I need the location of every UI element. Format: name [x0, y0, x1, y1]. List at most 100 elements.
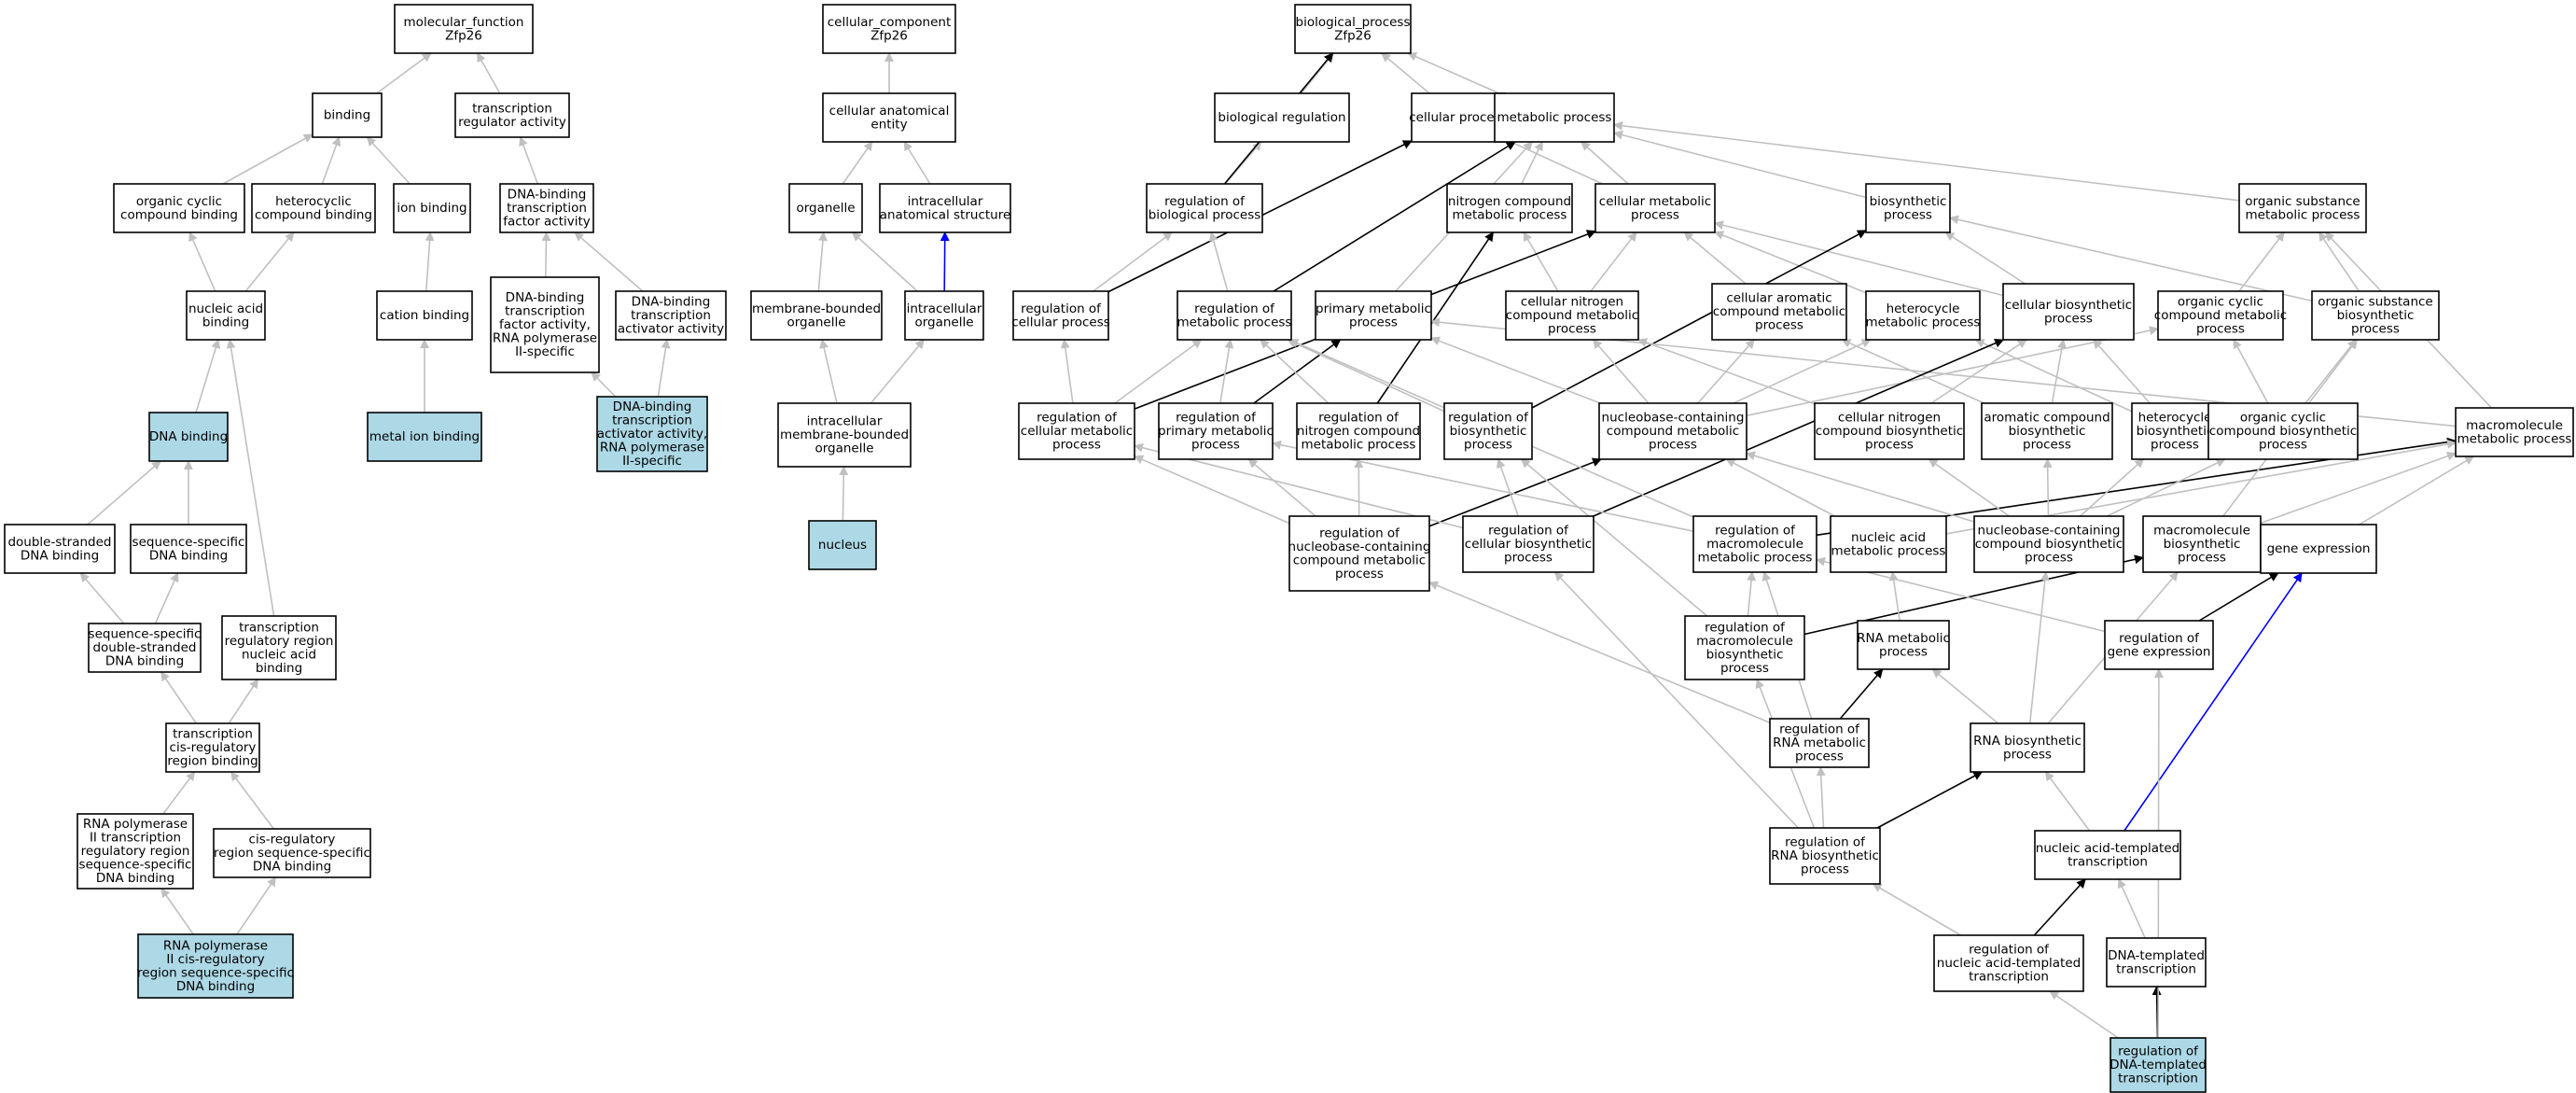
edge-rbsp-to-rmp	[1287, 339, 1445, 413]
node-label-line: biosynthetic	[2009, 424, 2086, 439]
node-box	[1288, 515, 1430, 592]
edge-rnabp-to-rnamp	[1931, 668, 1999, 724]
edge-tcrb-to-ssds	[160, 671, 197, 724]
edge-rrnabp-to-rrnamp	[1816, 766, 1826, 829]
node-breg[interactable]: biological regulation	[1214, 92, 1350, 143]
edge-trrnab-to-nab	[226, 339, 275, 617]
edge-ias-to-cae	[903, 141, 931, 185]
node-label-line: intracellular	[807, 414, 883, 429]
node-mp[interactable]: metabolic process	[1494, 92, 1615, 143]
edge-rnamp-to-namp	[1888, 571, 1901, 622]
node-label-line: DNA-templated	[2110, 1058, 2207, 1072]
node-dnab[interactable]: DNA binding	[148, 412, 229, 462]
node-label-line: biosynthetic	[2137, 424, 2214, 439]
node-label-line: aromatic compound	[1984, 411, 2110, 426]
node-box	[1933, 934, 2084, 992]
node-ionb[interactable]: ion binding	[393, 183, 471, 233]
node-cp[interactable]: cellular process	[1409, 92, 1508, 143]
node-label-line: RNA metabolic	[1773, 736, 1866, 750]
node-label-line: organelle	[787, 315, 845, 329]
node-metalb[interactable]: metal ion binding	[367, 412, 482, 462]
node-rmbp[interactable]: regulation ofmacromoleculebiosyntheticpr…	[1684, 615, 1805, 680]
node-cationb[interactable]: cation binding	[376, 290, 473, 341]
node-organelle[interactable]: organelle	[788, 183, 863, 233]
node-label-line: region sequence-specific	[137, 965, 294, 980]
node-label-line: ion binding	[397, 201, 466, 216]
node-label-line: cellular nitrogen	[1521, 295, 1623, 310]
node-box	[454, 92, 570, 138]
node-binding[interactable]: binding	[312, 92, 383, 138]
node-label-line: transcription	[239, 620, 319, 635]
node-ge[interactable]: gene expression	[2260, 524, 2377, 574]
node-nucleus[interactable]: nucleus	[808, 520, 877, 570]
node-box	[1214, 92, 1350, 143]
node-rnbcmp[interactable]: regulation ofnucleobase-containingcompou…	[1288, 515, 1431, 592]
edge-occbp-to-osbp	[2304, 339, 2357, 404]
edge-occb-to-binding	[222, 133, 313, 185]
node-box	[615, 290, 727, 341]
